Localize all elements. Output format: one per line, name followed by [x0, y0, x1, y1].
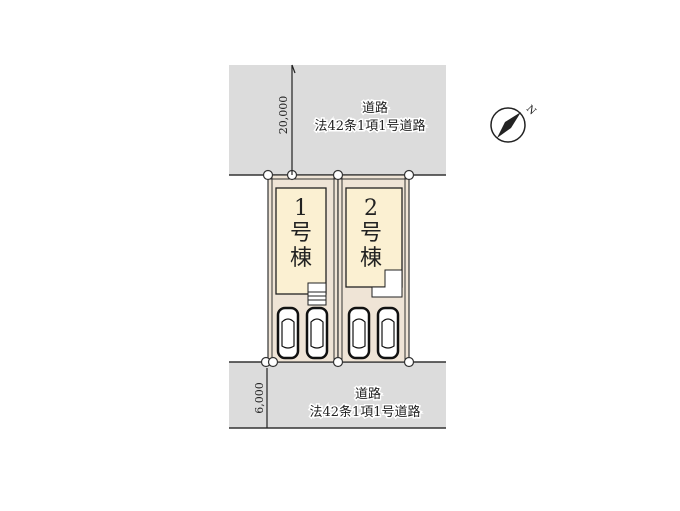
- lot-2-suffix2: 棟: [360, 246, 382, 271]
- top-road-label: 道路: [362, 100, 388, 116]
- bottom-road: [229, 362, 446, 428]
- boundary-marker: [403, 356, 415, 368]
- bottom-road-law: 法42条1項1号道路: [309, 404, 420, 420]
- compass-icon: N: [490, 103, 538, 143]
- car-icon: [305, 306, 329, 360]
- dimension-20000: 20,000: [277, 96, 290, 135]
- boundary-marker: [332, 356, 344, 368]
- lot-2-number: 2: [364, 196, 378, 221]
- car-icon: [276, 306, 300, 360]
- lot-1-suffix2: 棟: [290, 246, 312, 271]
- lot-1-suffix1: 号: [290, 221, 312, 246]
- house-1: [275, 187, 327, 295]
- boundary-marker: [267, 356, 279, 368]
- car-icon: [347, 306, 371, 360]
- lot-2-suffix1: 号: [360, 221, 382, 246]
- car-icon: [376, 306, 400, 360]
- compass-north-label: N: [524, 103, 538, 117]
- boundary-marker: [332, 169, 344, 181]
- top-road: [229, 65, 446, 175]
- top-road-law: 法42条1項1号道路: [314, 118, 425, 134]
- bottom-road-label: 道路: [355, 386, 381, 402]
- stairs: [307, 282, 327, 306]
- dimension-6000: 6,000: [253, 382, 266, 414]
- boundary-marker: [403, 169, 415, 181]
- lot-1-number: 1: [294, 196, 308, 221]
- boundary-marker: [262, 169, 274, 181]
